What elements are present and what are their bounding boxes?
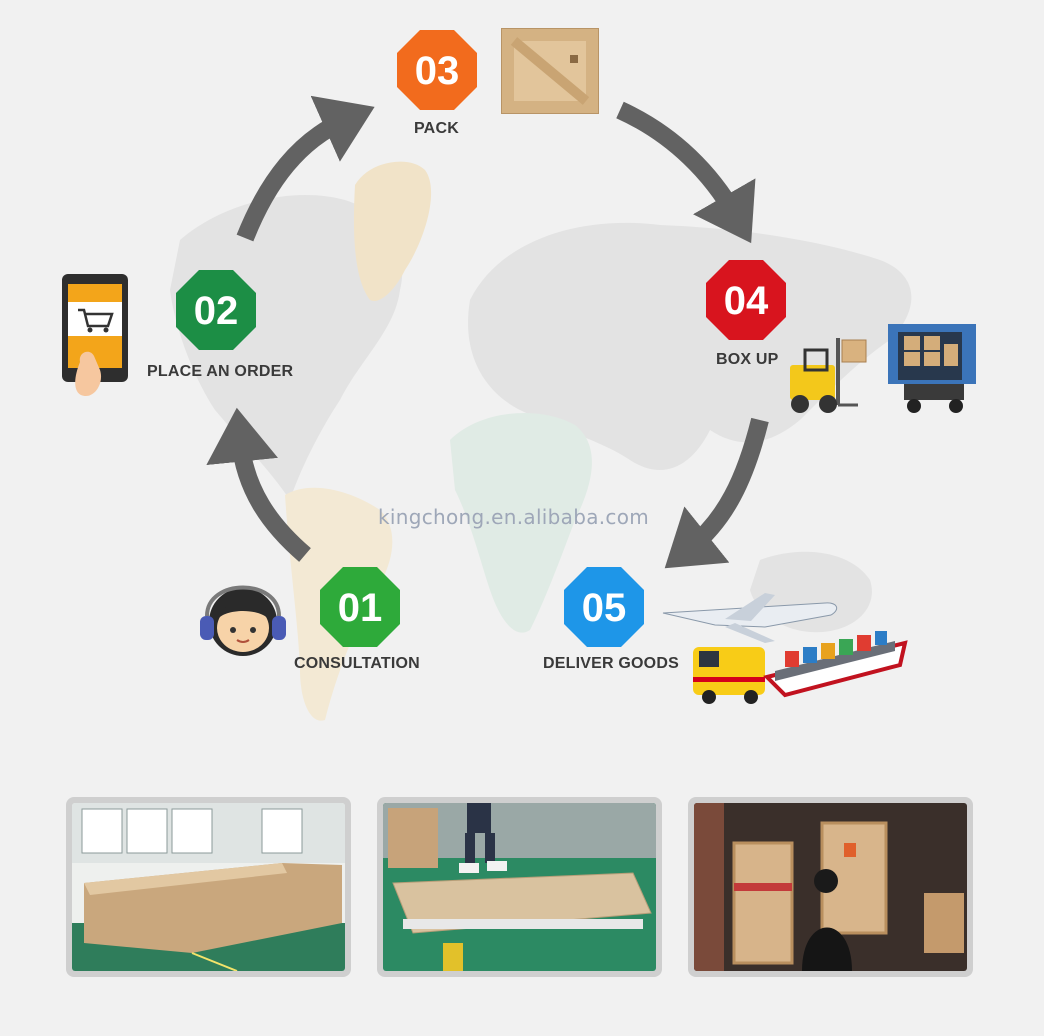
step-01-number: 01 — [338, 586, 383, 630]
forklift-truck-icon — [780, 320, 980, 420]
packing-pallet-photo — [377, 797, 662, 977]
step-01-badge: 01 — [318, 565, 402, 649]
step-01-label: CONSULTATION — [294, 655, 420, 673]
step-04-label: BOX UP — [716, 351, 779, 369]
arrow-02-to-03 — [245, 120, 345, 238]
step-03-label: PACK — [414, 120, 459, 138]
step-03-number: 03 — [415, 49, 460, 93]
arrow-03-to-04 — [620, 110, 735, 215]
step-02-badge: 02 — [174, 268, 258, 352]
container-loading-photo — [688, 797, 973, 977]
customer-service-headset-icon — [195, 572, 290, 662]
arrow-01-to-02 — [240, 440, 305, 555]
plane-van-ship-icon — [655, 585, 910, 710]
wooden-crate-icon — [500, 25, 600, 115]
step-03-badge: 03 — [395, 28, 479, 112]
warehouse-boxes-photo — [66, 797, 351, 977]
step-02-number: 02 — [194, 289, 239, 333]
step-04-badge: 04 — [704, 258, 788, 342]
step-05-number: 05 — [582, 586, 627, 630]
step-02-label: PLACE AN ORDER — [147, 363, 293, 381]
arrow-04-to-05 — [690, 420, 760, 548]
watermark-text: kingchong.en.alibaba.com — [378, 505, 649, 529]
step-04-number: 04 — [724, 279, 769, 323]
mobile-shopping-cart-icon — [60, 272, 132, 402]
step-05-badge: 05 — [562, 565, 646, 649]
